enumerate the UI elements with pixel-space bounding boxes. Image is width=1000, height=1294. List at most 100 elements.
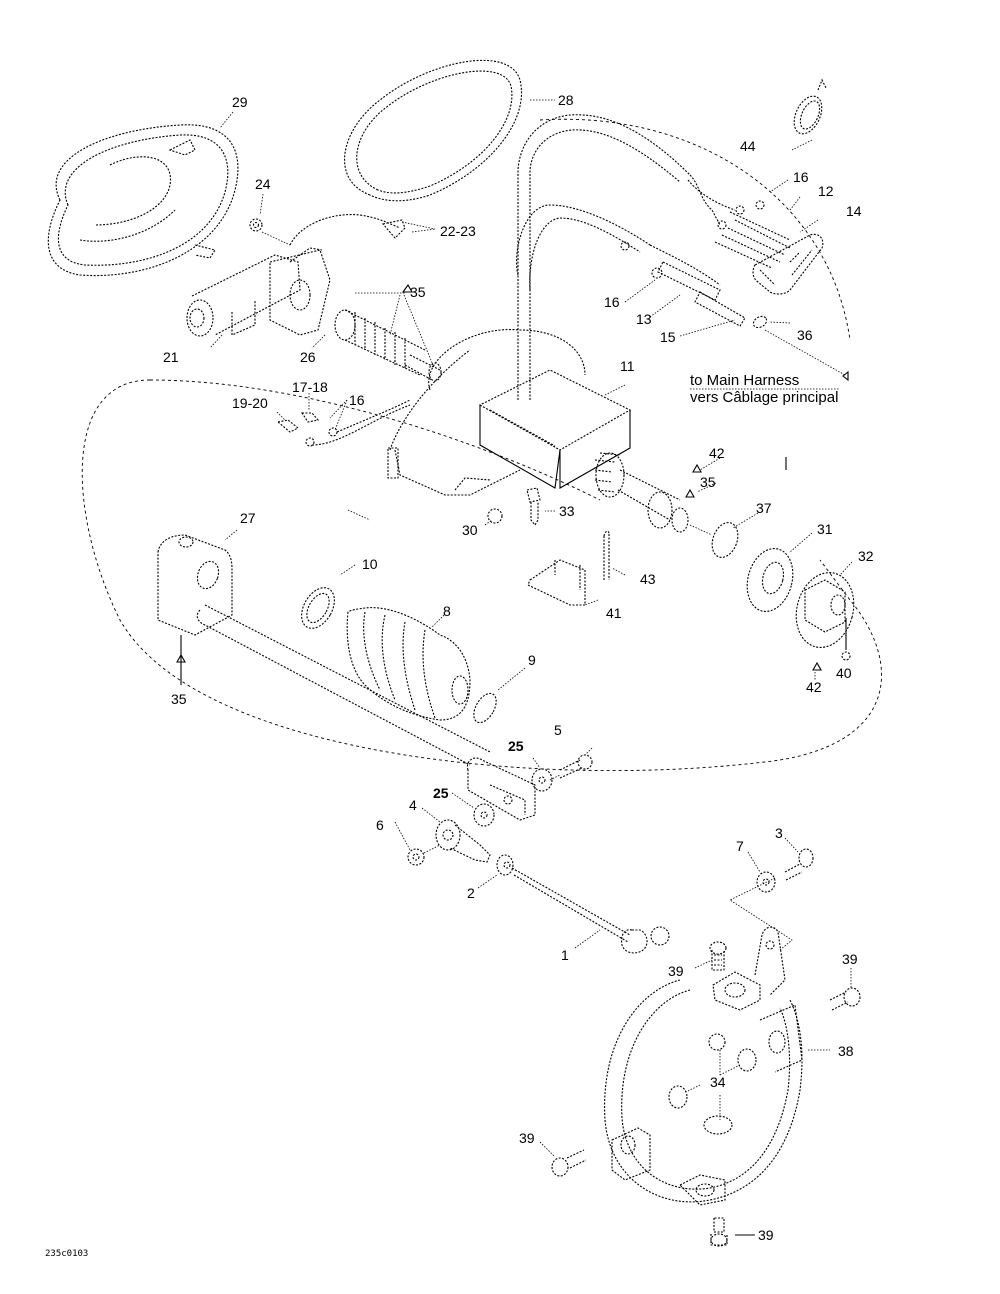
part-34-grommets[interactable] bbox=[668, 1033, 757, 1135]
note-line-fr: vers Câblage principal bbox=[690, 389, 838, 406]
output-shaft[interactable] bbox=[594, 452, 689, 533]
callout-6: 6 bbox=[376, 817, 384, 833]
part-35-pin-shaft[interactable] bbox=[685, 488, 695, 498]
part-42-pin-lower[interactable] bbox=[812, 661, 822, 671]
part-9-clamp[interactable] bbox=[469, 690, 501, 727]
part-30-nut[interactable] bbox=[487, 508, 503, 524]
part-40-pin[interactable] bbox=[841, 618, 851, 661]
part-43-cotter-pin[interactable] bbox=[603, 530, 610, 580]
callout-13: 13 bbox=[636, 311, 652, 327]
part-4-lever-arm[interactable] bbox=[435, 819, 491, 863]
drawing-code: 235c0103 bbox=[45, 1249, 88, 1259]
part-5-bolt[interactable] bbox=[549, 754, 593, 781]
callout-22-23: 22-23 bbox=[440, 223, 476, 239]
callout-35-upper: 35 bbox=[410, 284, 426, 300]
part-24-nut[interactable] bbox=[249, 218, 291, 246]
callout-17-18: 17-18 bbox=[292, 379, 328, 395]
callout-42-upper: 42 bbox=[709, 445, 725, 461]
callout-35-shaft: 35 bbox=[700, 474, 716, 490]
part-25-washer-upper[interactable] bbox=[531, 768, 553, 792]
callout-3: 3 bbox=[775, 825, 783, 841]
part-1-rod[interactable] bbox=[511, 867, 670, 954]
callout-16-mid: 16 bbox=[604, 294, 620, 310]
part-25-washer-lower[interactable] bbox=[473, 803, 495, 827]
part-14-connector-housing[interactable] bbox=[752, 233, 824, 295]
callout-25-lower: 25 bbox=[433, 785, 449, 801]
callout-39-top: 39 bbox=[668, 963, 684, 979]
callout-28: 28 bbox=[558, 92, 574, 108]
part-29-cover[interactable] bbox=[47, 124, 239, 277]
part-21-motor[interactable] bbox=[186, 247, 331, 337]
callout-15: 15 bbox=[660, 329, 676, 345]
part-19-20-terminal[interactable] bbox=[276, 419, 300, 433]
callout-33: 33 bbox=[559, 503, 575, 519]
callout-21: 21 bbox=[163, 349, 179, 365]
part-16-seal-left[interactable] bbox=[305, 399, 411, 447]
part-44-tie-strap[interactable] bbox=[789, 78, 828, 138]
callout-35-lower: 35 bbox=[171, 691, 187, 707]
callout-4: 4 bbox=[409, 797, 417, 813]
callout-32: 32 bbox=[858, 548, 874, 564]
callout-40: 40 bbox=[836, 665, 852, 681]
part-35-pin-upper[interactable] bbox=[355, 283, 434, 366]
callout-43: 43 bbox=[640, 571, 656, 587]
leader-3-7 bbox=[729, 877, 793, 951]
callout-39-right: 39 bbox=[842, 951, 858, 967]
callout-16-left: 16 bbox=[349, 392, 365, 408]
callout-27: 27 bbox=[240, 510, 256, 526]
callout-41: 41 bbox=[606, 605, 622, 621]
part-7-washer[interactable] bbox=[756, 871, 776, 893]
part-11-actuator-housing[interactable] bbox=[387, 329, 632, 496]
part-41-bracket[interactable] bbox=[527, 559, 586, 606]
callout-19-20: 19-20 bbox=[232, 395, 268, 411]
part-35-pin-lower[interactable] bbox=[176, 635, 186, 685]
part-39-screw-top[interactable] bbox=[709, 941, 727, 971]
part-27-clevis-block[interactable] bbox=[157, 534, 233, 636]
callout-39-bottom: 39 bbox=[758, 1227, 774, 1243]
leader-lines bbox=[209, 99, 853, 1236]
callout-9: 9 bbox=[528, 652, 536, 668]
callout-29: 29 bbox=[232, 94, 248, 110]
part-8-bellows-boot[interactable] bbox=[346, 607, 471, 721]
callout-24: 24 bbox=[255, 176, 271, 192]
part-42-pin-upper[interactable] bbox=[692, 463, 702, 473]
part-32-flange-nut[interactable] bbox=[788, 566, 862, 654]
callout-38: 38 bbox=[838, 1043, 854, 1059]
part-17-18-terminal[interactable] bbox=[300, 412, 320, 423]
part-10-clamp[interactable] bbox=[295, 582, 341, 634]
callout-labels: 29 28 44 16 12 14 24 22-23 35 16 13 15 3… bbox=[163, 92, 874, 1243]
callout-10: 10 bbox=[362, 556, 378, 572]
callout-7: 7 bbox=[736, 838, 744, 854]
part-2-ball-joint[interactable] bbox=[496, 854, 514, 876]
callout-2: 2 bbox=[467, 885, 475, 901]
part-28-cable-loop[interactable] bbox=[344, 59, 522, 202]
part-33-screw[interactable] bbox=[526, 487, 541, 526]
shaft-clevis-end[interactable] bbox=[466, 757, 536, 821]
note-line-en: to Main Harness bbox=[690, 372, 799, 389]
part-38-mount-ring[interactable] bbox=[604, 926, 803, 1206]
callout-14: 14 bbox=[846, 203, 862, 219]
wiring-harness[interactable] bbox=[516, 114, 736, 400]
cable-route-line bbox=[539, 118, 851, 341]
part-36-seal[interactable] bbox=[751, 314, 768, 330]
push-rod-shaft[interactable] bbox=[196, 604, 491, 766]
callout-30: 30 bbox=[462, 522, 478, 538]
part-22-23-wire[interactable] bbox=[289, 214, 406, 246]
part-3-screw[interactable] bbox=[784, 848, 814, 881]
callout-1: 1 bbox=[561, 947, 569, 963]
part-13-connector[interactable] bbox=[620, 241, 746, 327]
part-39-screw-bottom[interactable] bbox=[710, 1217, 728, 1247]
assembly-outline bbox=[81, 379, 882, 771]
callout-44: 44 bbox=[740, 138, 756, 154]
part-31-washer[interactable] bbox=[740, 543, 799, 616]
part-37-o-ring[interactable] bbox=[689, 519, 742, 561]
note-arrow-icon bbox=[842, 370, 849, 382]
part-39-screw-right[interactable] bbox=[829, 987, 861, 1011]
part-39-screw-left[interactable] bbox=[551, 1149, 587, 1177]
part-6-nut[interactable] bbox=[407, 844, 441, 866]
callout-5: 5 bbox=[554, 722, 562, 738]
callout-37: 37 bbox=[756, 500, 772, 516]
part-12-terminals[interactable] bbox=[714, 200, 791, 269]
callout-36: 36 bbox=[797, 327, 813, 343]
